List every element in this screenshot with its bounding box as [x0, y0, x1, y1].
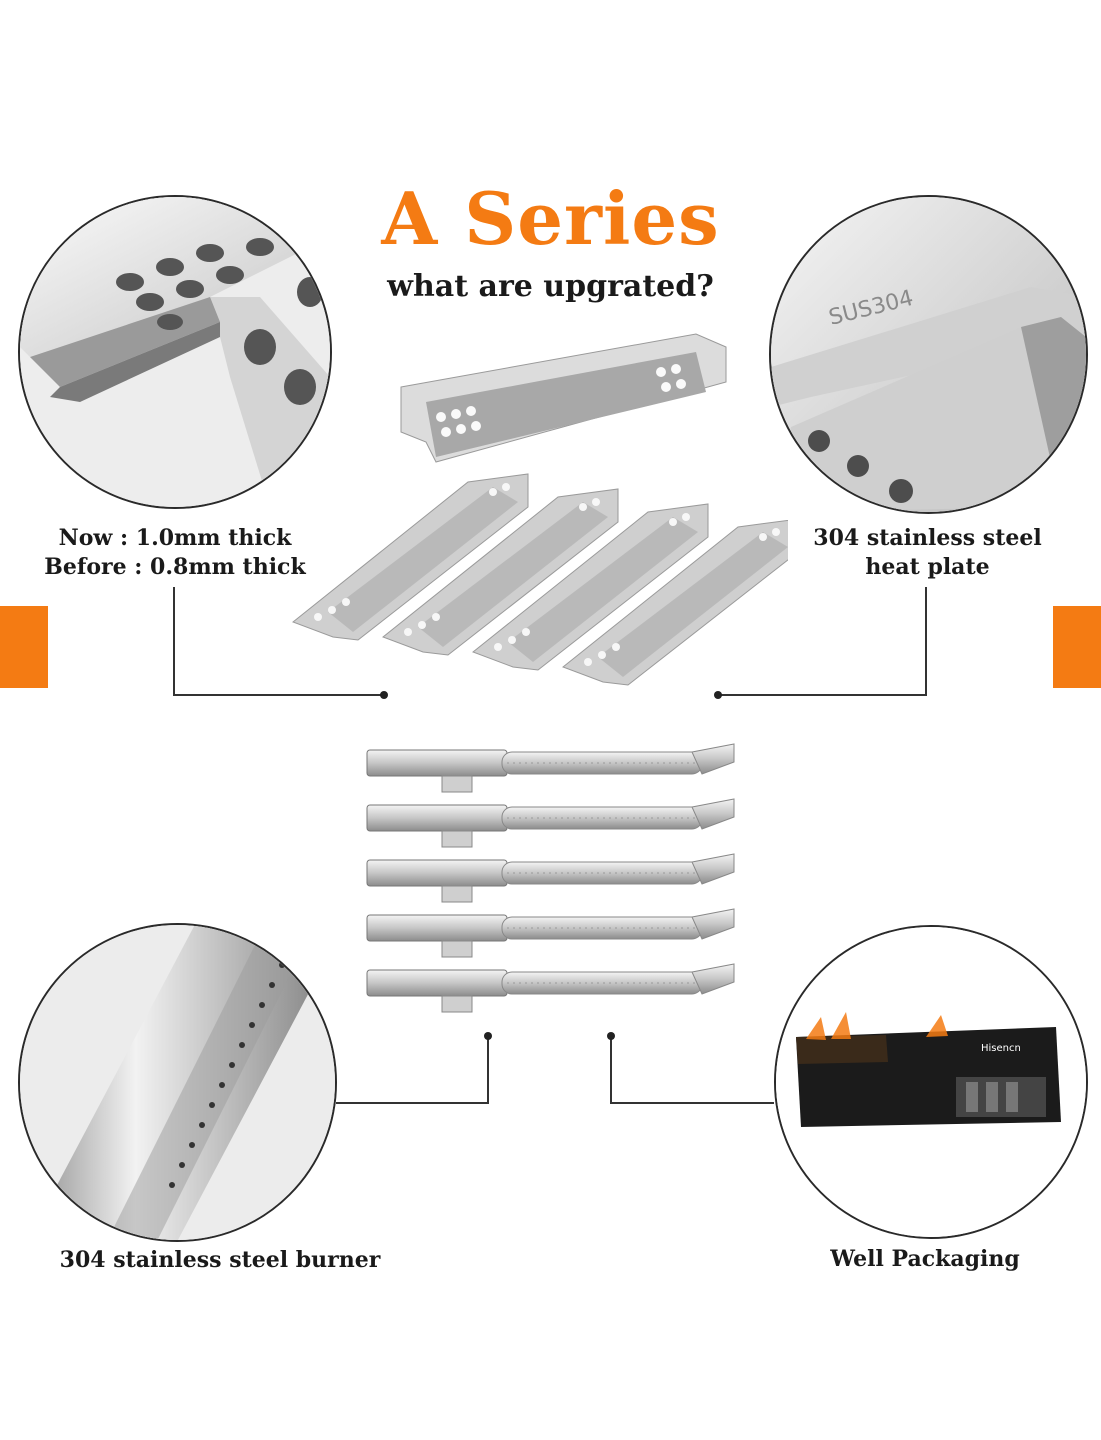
svg-text:Hisencn: Hisencn	[981, 1043, 1021, 1054]
stamped-plate-closeup-icon: SUS304	[769, 195, 1088, 514]
packaging-label: Well Packaging	[830, 1246, 1020, 1272]
burner-tube-closeup-icon	[18, 923, 337, 1242]
packaging-box-icon: Hisencn	[774, 925, 1088, 1239]
accent-block-left	[0, 606, 48, 688]
heat-plates-group-icon	[292, 473, 788, 686]
heat-plate-label-line1: 304 stainless steel	[813, 525, 1042, 551]
accent-block-right	[1053, 606, 1101, 688]
page-subtitle: what are upgrated?	[387, 269, 714, 304]
heat-plate-label-line2: heat plate	[865, 554, 990, 580]
burner-label: 304 stainless steel burner	[59, 1247, 381, 1273]
thickness-now-label: Now : 1.0mm thick	[58, 525, 292, 551]
burner-tubes-icon	[366, 743, 735, 1013]
heat-plate-single-icon	[400, 333, 727, 463]
heat-plate-closeup-icon	[18, 195, 332, 509]
page-title: A Series	[381, 176, 720, 261]
thickness-before-label: Before : 0.8mm thick	[44, 554, 306, 580]
